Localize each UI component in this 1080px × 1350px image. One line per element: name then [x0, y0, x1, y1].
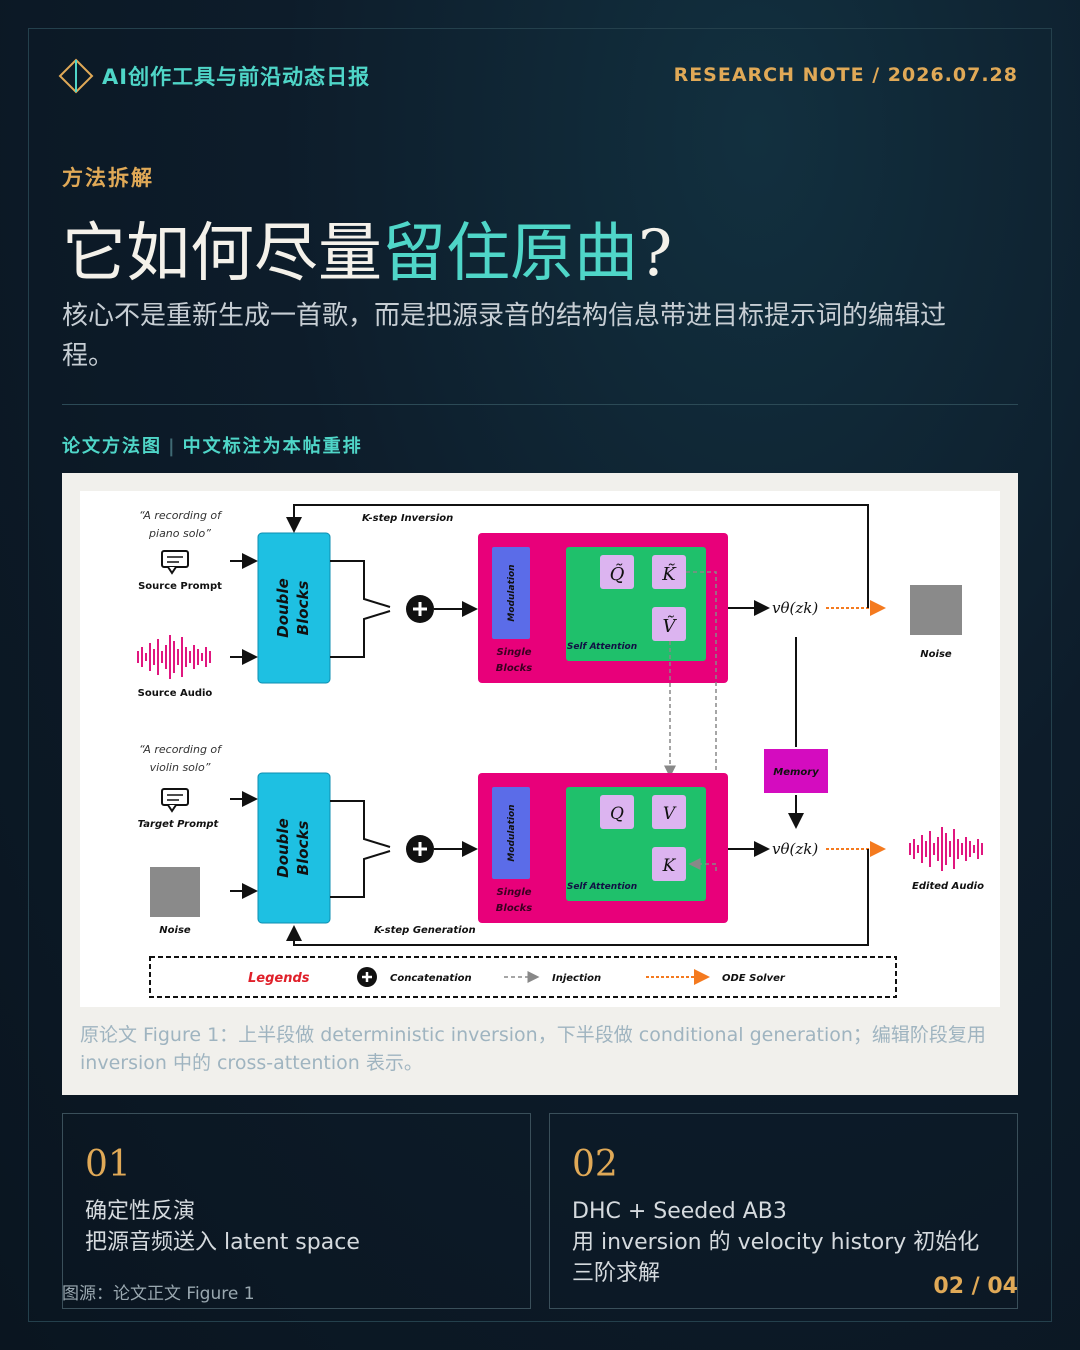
memory-box [764, 749, 828, 793]
image-source: 图源：论文正文 Figure 1 [62, 1284, 255, 1304]
legend-title: Legends [248, 971, 310, 986]
section-kicker: 方法拆解 [62, 166, 154, 190]
noise-input-label: Noise [159, 925, 191, 936]
figure-section-label: 论文方法图 |中文标注为本帖重排 [62, 432, 363, 458]
figure-caption: 原论文 Figure 1：上半段做 deterministic inversio… [80, 1024, 986, 1074]
k-step-inversion-label: K-step Inversion [362, 513, 453, 524]
velocity-top: vθ(zk) [772, 599, 818, 617]
source-quote-1: “A recording of [139, 509, 223, 522]
page-frame [28, 28, 1052, 1322]
diamond-logo-icon [58, 58, 94, 94]
step-title: DHC + Seeded AB3 [572, 1199, 787, 1224]
double-blocks-top-label-1: Double [274, 578, 292, 638]
target-quote-1: “A recording of [139, 743, 223, 756]
single-blocks-top-label-1: Single [496, 647, 531, 658]
modulation-top-label: Modulation [507, 564, 517, 621]
single-blocks-top-label-2: Blocks [496, 663, 532, 674]
title-part-1: 它如何尽量 [62, 217, 382, 291]
chat-bubble-icon [161, 550, 189, 575]
double-blocks-top [257, 532, 331, 684]
double-blocks-bottom-label-1: Double [274, 818, 292, 878]
self-attention-top-label: Self Attention [567, 642, 637, 652]
figure-label-separator: | [168, 436, 177, 457]
step-card-1: 01 确定性反演 把源音频送入 latent space [62, 1113, 531, 1309]
title-part-2: ? [638, 217, 673, 291]
q-box [600, 795, 634, 829]
figure-label-b: 中文标注为本帖重排 [182, 436, 363, 457]
single-blocks-bottom-label-2: Blocks [496, 903, 532, 914]
k-label: K [662, 856, 677, 876]
figure-card: “A recording of piano solo” Source Promp… [62, 473, 1018, 1095]
k-tilde-label: K̃ [661, 563, 677, 585]
legend-injection-label: Injection [552, 973, 601, 984]
source-audio-waveform-icon [137, 635, 211, 679]
title-highlight: 留住原曲 [382, 217, 638, 291]
k-box [652, 847, 686, 881]
target-chat-bubble-icon [161, 788, 189, 813]
step-number: 02 [572, 1144, 618, 1185]
legend-box [149, 956, 897, 998]
step-title: 确定性反演 [85, 1199, 196, 1224]
modulation-bottom-label: Modulation [507, 804, 517, 861]
q-label: Q [610, 804, 624, 824]
double-blocks-bottom [257, 772, 331, 924]
v-tilde-label: Ṽ [663, 615, 678, 637]
target-quote-2: violin solo” [150, 761, 211, 774]
v-box [652, 795, 686, 829]
legend-concat-label: Concatenation [390, 973, 472, 984]
q-tilde-label: Q̃ [610, 563, 625, 585]
target-prompt-label: Target Prompt [138, 819, 220, 830]
step-desc: 用 inversion 的 velocity history 初始化三阶求解 [572, 1230, 980, 1286]
double-blocks-top-label-2: Blocks [294, 581, 312, 636]
q-tilde-box [600, 555, 634, 589]
research-note-date: RESEARCH NOTE / 2026.07.28 [673, 64, 1018, 86]
noise-output-label: Noise [920, 649, 952, 660]
page-title: 它如何尽量留住原曲? [62, 202, 672, 294]
brand-name: AI创作工具与前沿动态日报 [102, 65, 371, 89]
step-desc: 把源音频送入 latent space [85, 1230, 360, 1255]
step-card-2: 02 DHC + Seeded AB3 用 inversion 的 veloci… [549, 1113, 1018, 1309]
velocity-bottom: vθ(zk) [772, 840, 818, 858]
source-prompt-label: Source Prompt [138, 581, 222, 592]
memory-label: Memory [773, 767, 819, 778]
modulation-top [492, 547, 530, 639]
edited-audio-waveform-icon [909, 827, 983, 871]
noise-output-image [910, 585, 962, 635]
lead-paragraph: 核心不是重新生成一首歌，而是把源录音的结构信息带进目标提示词的编辑过程。 [62, 301, 947, 371]
method-diagram: “A recording of piano solo” Source Promp… [80, 491, 1000, 1007]
brand: AI创作工具与前沿动态日报 [58, 58, 370, 94]
source-quote-2: piano solo” [148, 527, 211, 540]
k-tilde-box [652, 555, 686, 589]
page-counter: 02 / 04 [933, 1274, 1018, 1299]
noise-input-image [150, 867, 200, 917]
v-tilde-box [652, 607, 686, 641]
single-blocks-bottom-label-1: Single [496, 887, 531, 898]
figure-label-a: 论文方法图 [62, 436, 162, 457]
source-audio-label: Source Audio [138, 688, 213, 699]
step-text: 确定性反演 把源音频送入 latent space [85, 1196, 505, 1258]
self-attention-bottom-label: Self Attention [567, 882, 637, 892]
modulation-bottom [492, 787, 530, 879]
k-step-generation-label: K-step Generation [374, 925, 476, 936]
double-blocks-bottom-label-2: Blocks [294, 821, 312, 876]
divider [62, 404, 1018, 405]
edited-audio-label: Edited Audio [912, 881, 984, 892]
step-text: DHC + Seeded AB3 用 inversion 的 velocity … [572, 1196, 992, 1289]
v-label: V [663, 804, 677, 824]
step-number: 01 [85, 1144, 131, 1185]
legend-ode-label: ODE Solver [722, 973, 786, 984]
